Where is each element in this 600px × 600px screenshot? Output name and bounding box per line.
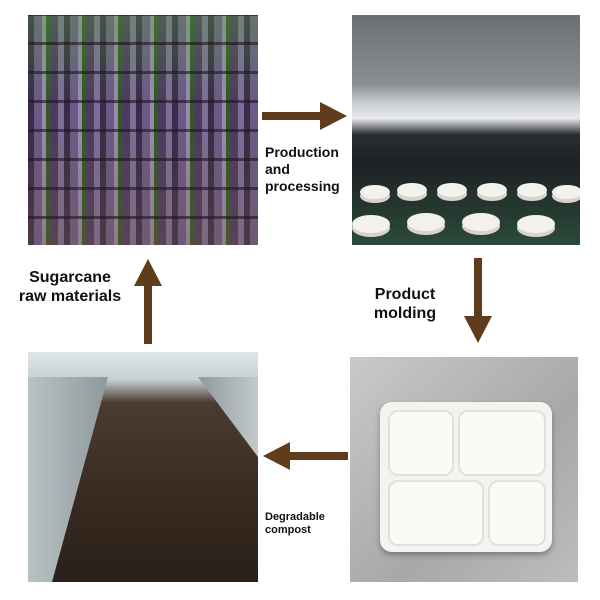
arrow-down-icon [464, 258, 492, 343]
compost-soil-photo [28, 352, 258, 582]
arrow-right-icon [262, 102, 347, 130]
arrow-left-icon [263, 442, 348, 470]
bagasse-tray-photo [350, 357, 578, 582]
arrow-up-icon [134, 259, 162, 344]
sugarcane-label: Sugarcane raw materials [18, 269, 122, 306]
sugarcane-photo [28, 15, 258, 245]
production-label: Production and processing [265, 144, 340, 194]
production-machine-photo [352, 15, 580, 245]
molding-label: Product molding [373, 286, 437, 323]
compost-label: Degradable compost [265, 511, 325, 537]
